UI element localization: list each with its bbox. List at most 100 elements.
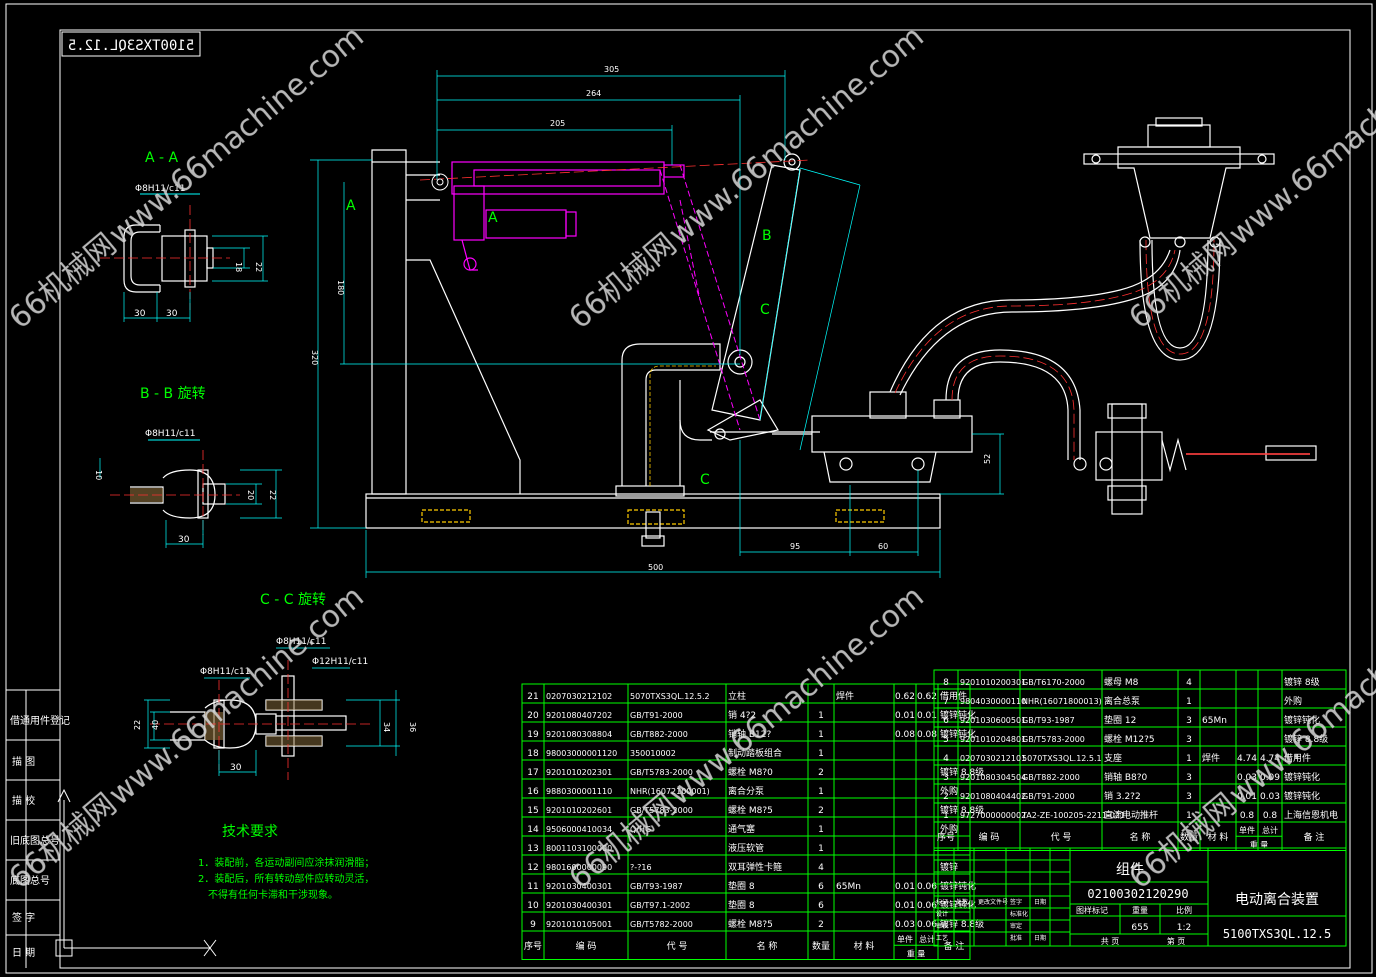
bom-cell-no: 17	[527, 768, 538, 778]
base-plate	[365, 485, 941, 547]
bom-cell-qty: 3	[1186, 792, 1192, 802]
title-product-code: 5100TXS3QL.12.5	[1223, 927, 1331, 941]
bom-header-qty: 数量	[812, 940, 830, 952]
bom-cell-note: 镀锌钝化	[1284, 790, 1320, 802]
bom-cell-note: 上海信恩机电	[1284, 809, 1338, 821]
bom-cell-note: 镀锌钝化	[1284, 714, 1320, 726]
bom-cell-qty: 2	[818, 806, 824, 816]
bom-cell-name: 销 4?2	[728, 709, 756, 721]
bom-cell-no: 13	[527, 844, 538, 854]
bom-cell-w2: 0.06	[917, 901, 937, 911]
bom-cell-std: Q/HG	[630, 825, 651, 834]
dim-60: 60	[878, 542, 888, 551]
main-dimensions	[310, 70, 1004, 578]
title-weight: 655	[1131, 923, 1148, 933]
bom-cell-std: ?-?16	[630, 863, 652, 872]
bom-cell-code: 98003000001120	[546, 749, 617, 758]
dim-40-cc: 40	[151, 720, 160, 730]
bom-header-weight: 重 量	[907, 949, 926, 959]
bom-cell-qty: 3	[1186, 773, 1192, 783]
bom-cell-note: 外购	[940, 823, 958, 835]
bom-cell-std: GB/T97.1-2002	[630, 901, 690, 910]
support-bracket	[621, 343, 721, 486]
bom-cell-no: 16	[527, 787, 539, 797]
bom-cell-std: GB/T93-1987	[630, 882, 683, 891]
dim-10-bb: 10	[94, 470, 103, 480]
bom-cell-qty: 1	[818, 787, 824, 797]
bom-header-note: 备 注	[1304, 831, 1325, 843]
bom-cell-std: GB/T5783-2000	[1022, 735, 1085, 744]
bom-cell-std: GB/T5783-2000	[630, 806, 693, 815]
dim-phi12-cc: Φ12H11/c11	[312, 657, 368, 667]
bom-cell-qty: 1	[1186, 811, 1192, 821]
bom-cell-no: 20	[527, 711, 539, 721]
bom-cell-code: 9201030600501	[960, 716, 1026, 725]
bom-header-w2: 总计	[919, 934, 935, 944]
bom-header-w1: 单件	[1239, 825, 1255, 835]
person-2: 工艺	[936, 934, 948, 942]
bom-cell-name: 离合分泵	[728, 785, 764, 797]
bom-cell-std: GB/T6170-2000	[1022, 678, 1085, 687]
bom-cell-code: 9201080407202	[546, 711, 612, 720]
bom-cell-note: 镀锌 8.8级	[940, 766, 984, 778]
person-3: 标准化	[1010, 910, 1028, 918]
bom-cell-note: 镀锌钝化	[1284, 771, 1320, 783]
bom-cell-note: 镀锌 8.8级	[940, 918, 984, 930]
drawing-frame	[5, 3, 1373, 974]
bom-cell-note: 借用件	[1284, 752, 1311, 764]
bom-cell-name: 螺栓 M12?5	[1104, 733, 1155, 745]
strip-label-4: 旧底图总号	[10, 834, 60, 847]
dim-52: 52	[983, 454, 992, 464]
dim-180: 180	[336, 280, 345, 295]
bom-cell-qty: 6	[818, 882, 824, 892]
bom-cell-code: 9727000000002	[960, 811, 1026, 820]
bom-cell-w2: 0.62	[917, 692, 937, 702]
bom-cell-qty: 1	[818, 730, 824, 740]
bom-cell-w1: 0.01	[895, 901, 915, 911]
bom-cell-std: GB/T5782-2000	[630, 920, 693, 929]
bom-cell-w1: 4.74	[1237, 754, 1257, 764]
dim-22-bb: 22	[268, 490, 277, 500]
bom-cell-code: 9201080308804	[546, 730, 612, 739]
bom-cell-code: 9804030000110	[960, 697, 1026, 706]
bom-header-std: 代 号	[667, 941, 688, 952]
bom-cell-w2: 0.09	[1260, 773, 1280, 783]
bom-cell-name: 销轴 B12?	[728, 728, 771, 740]
bom-cell-no: 18	[527, 749, 539, 759]
bom-cell-mat: 焊件	[1202, 752, 1220, 764]
bom-cell-std: TA2-ZE-100205-2211-021	[1021, 811, 1125, 820]
bom-cell-code: 0207030212102	[546, 692, 612, 701]
bom-cell-std: 5070TXS3QL.12.5.1	[1022, 754, 1102, 763]
bom-cell-qty: 3	[1186, 716, 1192, 726]
bom-cell-no: 5	[943, 735, 949, 745]
bom-cell-qty: 3	[1186, 735, 1192, 745]
bom-cell-w2: 0.03	[1260, 792, 1280, 802]
bom-cell-code: 9201080304504	[960, 773, 1026, 782]
label-c-2: C	[700, 472, 710, 488]
bom-header-code: 编 码	[979, 831, 1000, 843]
bom-cell-w2: 4.74	[1260, 754, 1280, 764]
bom-cell-code: 9801600000090	[546, 863, 612, 872]
bom-cell-std: GB/T5783-2000	[630, 768, 693, 777]
bom-cell-std: 5070TXS3QL.12.5.2	[630, 692, 710, 701]
bom-header-w2: 总计	[1262, 825, 1278, 835]
dim-95: 95	[790, 542, 800, 551]
rev-label-2: 更改文件号	[978, 898, 1008, 906]
person-6: 日期	[1034, 934, 1046, 942]
bom-cell-no: 4	[943, 754, 949, 764]
bom-cell-std: NHR(16072100001)	[630, 787, 710, 796]
bom-cell-name: 销 3.2?2	[1104, 790, 1141, 802]
strip-label-7: 日 期	[12, 947, 35, 959]
dim-22-aa: 22	[254, 262, 263, 272]
bom-cell-std: 350010002	[630, 749, 676, 758]
actuator-centerline	[419, 159, 811, 181]
person-4: 审定	[1010, 922, 1022, 930]
bom-cell-std: GB/T882-2000	[630, 730, 688, 739]
bom-cell-name: 制动踏板组合	[728, 747, 782, 759]
title-sheet-total: 共 页	[1101, 937, 1120, 946]
person-1: 审核	[936, 922, 948, 930]
bom-cell-name: 直流电动推杆	[1104, 809, 1158, 821]
title-stage-label: 图样标记	[1076, 905, 1108, 915]
bom-cell-code: 0207030212101	[960, 754, 1026, 763]
